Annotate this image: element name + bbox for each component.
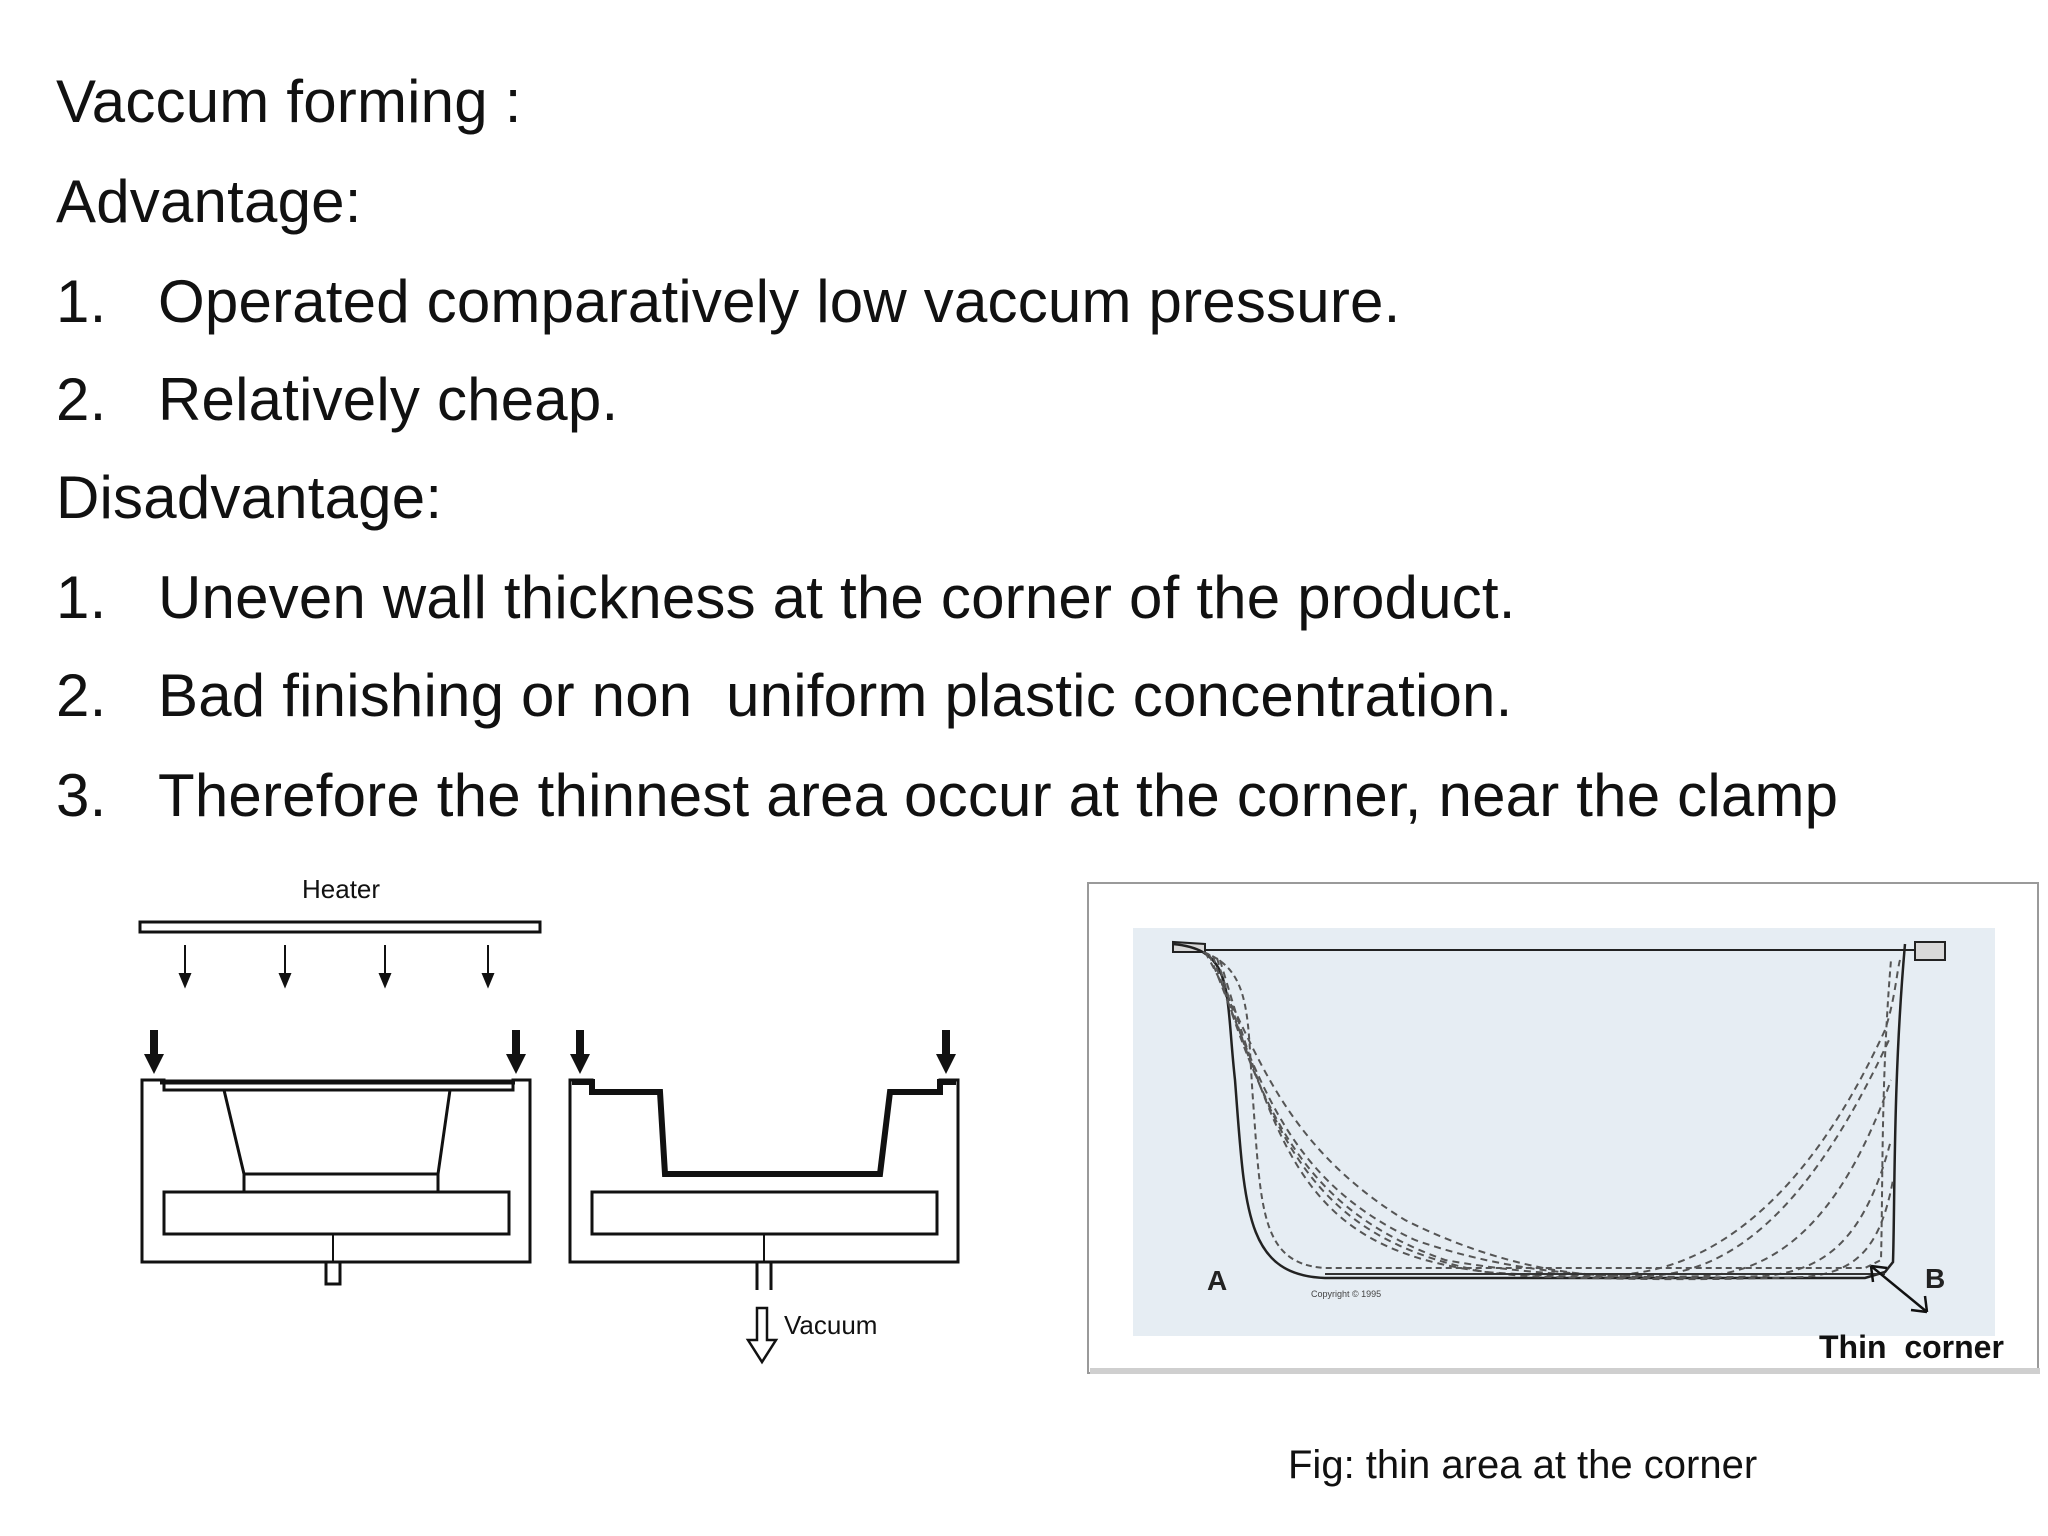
- disadvantage-item-3: 3. Therefore the thinnest area occur at t…: [56, 760, 1838, 832]
- disadvantage-item-2: 2. Bad finishing or non uniform plastic c…: [56, 660, 1512, 732]
- copyright-text: Copyright © 1995: [1311, 1289, 1381, 1299]
- slide-title: Vaccum forming :: [56, 68, 522, 135]
- disadvantage-heading: Disadvantage:: [56, 464, 443, 531]
- vacuum-forming-process-diagram: Heater: [138, 874, 960, 1365]
- list-text: Operated comparatively low vaccum pressu…: [158, 268, 1401, 335]
- mold-stage-1: [140, 1030, 532, 1286]
- heater-bar: [138, 920, 542, 934]
- thin-corner-label: Thin corner: [1819, 1329, 2004, 1365]
- label-b: B: [1925, 1263, 1945, 1294]
- list-text: Relatively cheap.: [158, 366, 619, 433]
- advantage-item-2: 2. Relatively cheap.: [56, 364, 618, 436]
- thin-corner-diagram: A B Copyright © 1995 Thin corner: [1087, 882, 2040, 1374]
- clamp-arrows: [144, 1030, 526, 1074]
- list-number: 1.: [56, 268, 107, 335]
- list-text: Uneven wall thickness at the corner of t…: [158, 564, 1516, 631]
- vacuum-label: Vacuum: [784, 1310, 877, 1340]
- figure-caption: Fig: thin area at the corner: [1288, 1443, 1758, 1487]
- clamp-arrows: [570, 1030, 956, 1074]
- label-a: A: [1207, 1265, 1227, 1296]
- list-number: 1.: [56, 564, 107, 631]
- advantage-heading: Advantage:: [56, 168, 362, 235]
- list-text: Bad finishing or non uniform plastic con…: [158, 662, 1513, 729]
- mold-stage-2: Vacuum: [568, 1030, 960, 1365]
- advantage-item-1: 1. Operated comparatively low vaccum pres…: [56, 266, 1400, 338]
- part-outer-wall: [1172, 942, 1907, 1280]
- thin-corner-arrow-icon: [1869, 1264, 1929, 1314]
- disadvantage-item-1: 1. Uneven wall thickness at the corner of…: [56, 562, 1516, 634]
- list-number: 2.: [56, 662, 107, 729]
- list-number: 3.: [56, 762, 107, 829]
- list-number: 2.: [56, 366, 107, 433]
- heater-label: Heater: [302, 874, 380, 904]
- list-text: Therefore the thinnest area occur at the…: [158, 762, 1839, 829]
- vacuum-arrow-icon: [745, 1306, 779, 1365]
- heat-arrows: [178, 945, 495, 989]
